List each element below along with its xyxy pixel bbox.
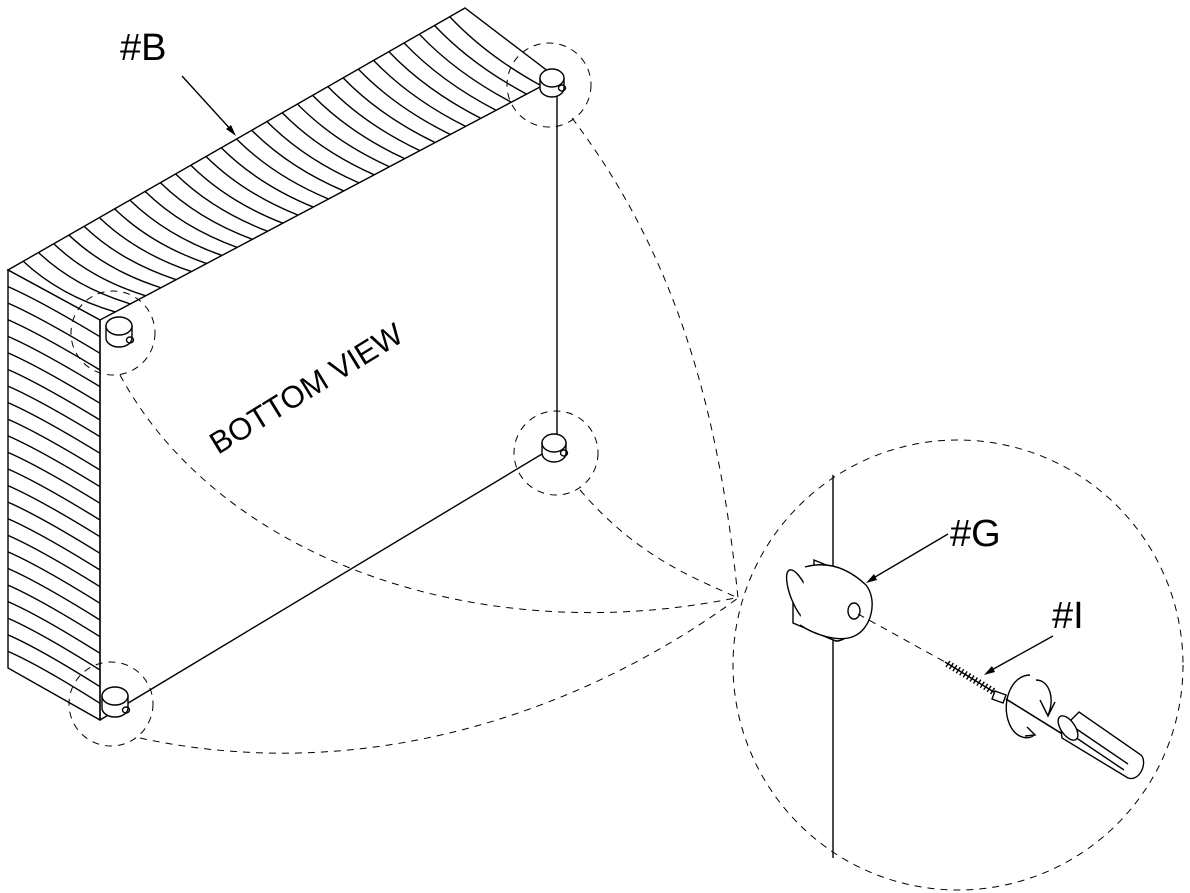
detail-foot [785, 558, 873, 642]
label-board: #B [120, 27, 166, 69]
label-foot-group: #G [866, 513, 1001, 583]
foot-bottom-left [101, 686, 131, 718]
foot-top-right [539, 68, 567, 98]
detail-view [732, 439, 1184, 891]
label-board-group: #B [120, 27, 236, 136]
board-left-edge [7, 268, 101, 722]
foot-top-left [105, 316, 135, 348]
callout-leaders [119, 117, 739, 754]
rotation-arrow-icon [1005, 674, 1056, 739]
screw [944, 660, 1007, 704]
screwdriver-icon [1005, 698, 1145, 780]
board-top-edge [6, 7, 559, 321]
label-screw-group: #I [984, 595, 1084, 675]
board-bottom-face [99, 78, 558, 721]
label-screw: #I [1052, 595, 1084, 637]
label-view: BOTTOM VIEW [203, 316, 409, 461]
foot-bottom-right [541, 433, 569, 463]
callout-circles [68, 42, 599, 747]
label-foot: #G [950, 513, 1001, 555]
